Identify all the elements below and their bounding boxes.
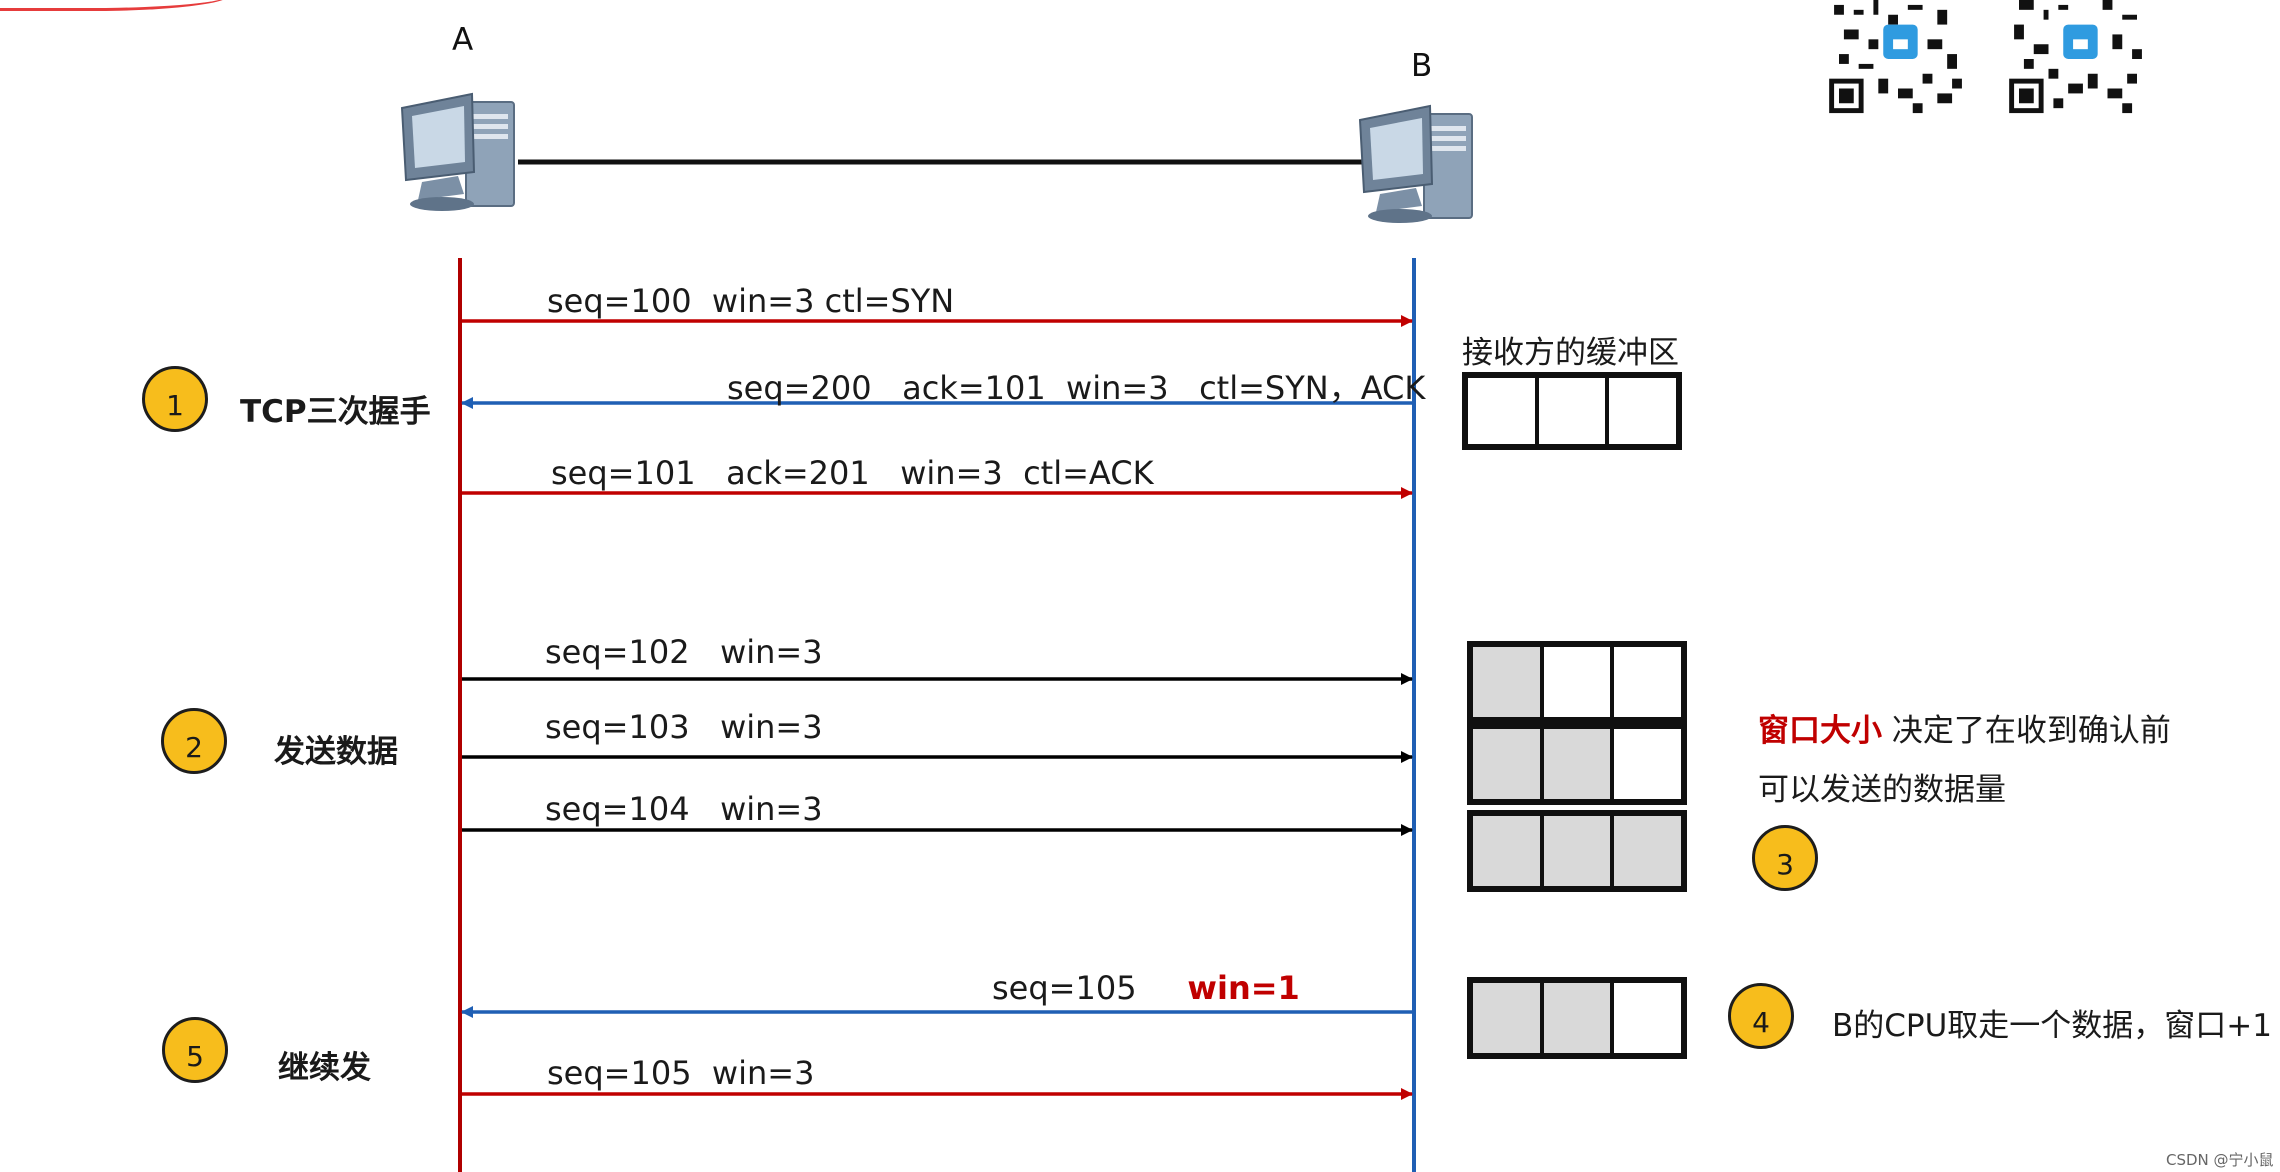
- step-2-label: 发送数据: [274, 734, 398, 770]
- window-size-note: 窗口大小 决定了在收到确认前: [1758, 705, 2171, 750]
- buffer-slot-empty: [1543, 647, 1615, 717]
- window-size-rest: 决定了在收到确认前: [1882, 713, 2171, 749]
- buffer-slot-filled: [1614, 816, 1682, 886]
- window-update-seq: seq=105: [992, 969, 1137, 1007]
- buffer-slot-filled: [1543, 816, 1615, 886]
- host-b-label: B: [1411, 48, 1433, 84]
- qr-code-image: [1828, 0, 1968, 118]
- receive-buffer: [1462, 372, 1682, 450]
- receive-buffer: [1467, 810, 1687, 892]
- buffer-slot-filled: [1543, 729, 1615, 799]
- receive-buffer: [1467, 977, 1687, 1059]
- step-1-badge: 1: [142, 366, 208, 432]
- receive-buffer: [1467, 723, 1687, 805]
- qr-code-image: [2008, 0, 2148, 118]
- cpu-consume-note: B的CPU取走一个数据，窗口+1: [1832, 1008, 2272, 1044]
- buffer-slot-empty: [1614, 983, 1682, 1053]
- message-seq105-label: seq=105 win=3: [547, 1054, 815, 1092]
- buffer-slot-empty: [1609, 378, 1677, 444]
- step-5-label: 继续发: [278, 1050, 371, 1086]
- message-syn-ack-label: seq=200 ack=101 win=3 ctl=SYN，ACK: [727, 369, 1426, 407]
- buffer-slot-filled: [1473, 816, 1544, 886]
- buffer-slot-empty: [1538, 378, 1610, 444]
- step-2-badge: 2: [161, 708, 227, 774]
- watermark: CSDN @宁小鼠: [2166, 1151, 2274, 1169]
- step-4-badge: 4: [1728, 983, 1794, 1049]
- buffer-slot-empty: [1614, 729, 1682, 799]
- step-3-badge: 3: [1752, 825, 1818, 891]
- message-seq104-label: seq=104 win=3: [545, 790, 823, 828]
- receive-buffer: [1467, 641, 1687, 723]
- message-syn-label: seq=100 win=3 ctl=SYN: [547, 282, 955, 320]
- host-a-label: A: [452, 22, 474, 58]
- message-ack-label: seq=101 ack=201 win=3 ctl=ACK: [551, 454, 1154, 492]
- message-window-update-label: seq=105 win=1: [992, 969, 1300, 1007]
- window-update-win: win=1: [1187, 969, 1300, 1007]
- window-size-term: 窗口大小: [1758, 713, 1882, 749]
- step-5-badge: 5: [162, 1017, 228, 1083]
- buffer-slot-empty: [1468, 378, 1539, 444]
- step-1-label: TCP三次握手: [240, 394, 431, 430]
- buffer-slot-filled: [1473, 983, 1544, 1053]
- buffer-slot-filled: [1473, 729, 1544, 799]
- message-seq103-label: seq=103 win=3: [545, 708, 823, 746]
- computer-icon: [400, 92, 515, 211]
- window-size-note-line2: 可以发送的数据量: [1758, 772, 2006, 808]
- message-seq102-label: seq=102 win=3: [545, 633, 823, 671]
- buffer-slot-filled: [1543, 983, 1615, 1053]
- buffer-slot-empty: [1614, 647, 1682, 717]
- buffer-title: 接收方的缓冲区: [1462, 335, 1679, 371]
- buffer-slot-filled: [1473, 647, 1544, 717]
- top-left-accent-stroke: [0, 0, 230, 11]
- computer-icon: [1358, 104, 1473, 223]
